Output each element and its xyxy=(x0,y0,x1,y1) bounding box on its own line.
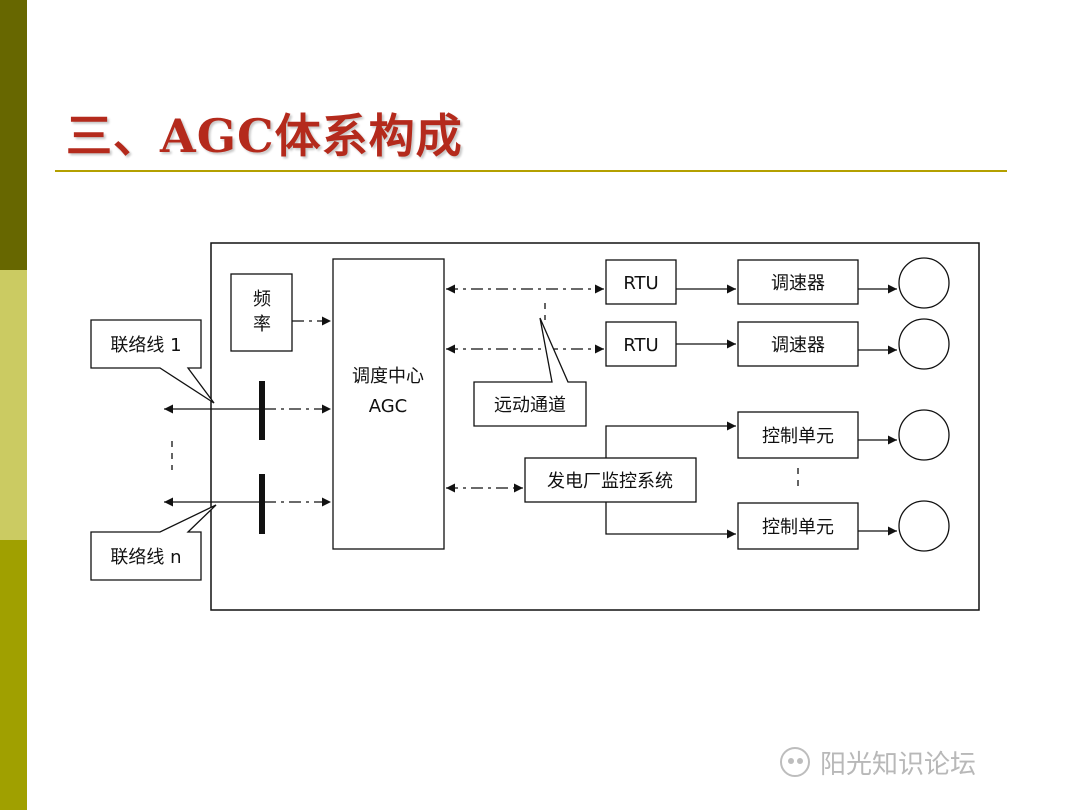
control-unit-box-1 xyxy=(737,411,859,459)
outer-frame xyxy=(210,242,980,611)
generator-circle-4 xyxy=(898,500,950,552)
rtu-label-2: RTU xyxy=(623,335,658,356)
sidebar-band-middle xyxy=(0,270,27,540)
sidebar-band-top xyxy=(0,0,27,270)
dispatch-center-agc-label: AGC xyxy=(369,396,408,417)
plant-to-control-unit-2 xyxy=(605,502,736,539)
governor-label-1: 调速器 xyxy=(771,273,825,294)
frequency-label-2: 率 xyxy=(253,314,271,335)
watermark: 阳光知识论坛 xyxy=(780,742,976,782)
generator-circle-2 xyxy=(898,318,950,370)
watermark-text: 阳光知识论坛 xyxy=(820,749,977,780)
dispatch-center-label: 调度中心 xyxy=(352,366,424,387)
plant-monitoring-box xyxy=(524,457,697,503)
rtu-box-1 xyxy=(605,259,677,305)
governor-box-1 xyxy=(737,259,859,305)
governor-label-2: 调速器 xyxy=(771,335,825,356)
dispatch-center-box xyxy=(332,258,445,550)
title-rule xyxy=(55,170,1007,172)
wechat-icon xyxy=(780,747,810,777)
frequency-label-1: 频 xyxy=(253,289,271,310)
frequency-box xyxy=(230,273,293,352)
plant-monitoring-label: 发电厂监控系统 xyxy=(547,471,673,492)
control-unit-label-1: 控制单元 xyxy=(762,426,834,447)
callout-remote-channel xyxy=(473,317,587,427)
generator-circle-3 xyxy=(898,409,950,461)
tie-line-n-label: 联络线 n xyxy=(110,547,181,568)
control-unit-label-2: 控制单元 xyxy=(762,517,834,538)
slide-title: 三、AGC体系构成 xyxy=(66,109,463,163)
control-unit-box-2 xyxy=(737,502,859,550)
plant-to-control-unit-1 xyxy=(605,421,736,458)
sidebar-band-bottom xyxy=(0,540,27,810)
rtu-label-1: RTU xyxy=(623,273,658,294)
callout-tie-line-1 xyxy=(90,319,215,404)
callout-tie-line-n xyxy=(90,504,217,581)
remote-channel-label: 远动通道 xyxy=(494,395,566,416)
tie-line-1-label: 联络线 1 xyxy=(110,335,181,356)
generator-circle-1 xyxy=(898,257,950,309)
governor-box-2 xyxy=(737,321,859,367)
